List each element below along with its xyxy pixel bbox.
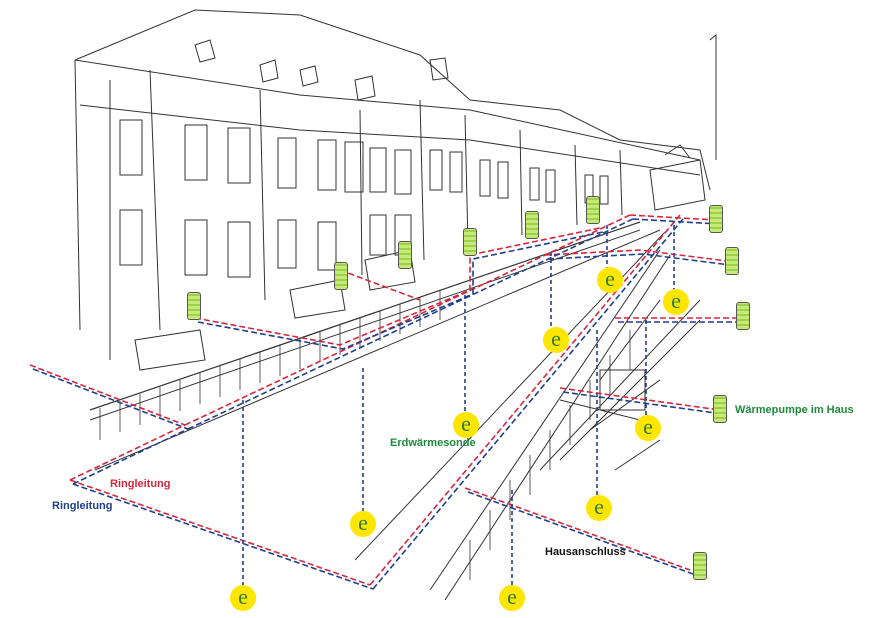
geothermal-probe-icon: e xyxy=(597,267,623,293)
heat-pump-icon xyxy=(187,292,201,320)
building-sketch xyxy=(74,9,717,601)
erdwaermesonde-label: Erdwärmesonde xyxy=(390,437,476,449)
geothermal-probe-icon: e xyxy=(230,585,256,611)
geothermal-probe-icon: e xyxy=(635,415,661,441)
geothermal-probe-icon: e xyxy=(663,289,689,315)
ringleitung-blue-label: Ringleitung xyxy=(52,500,113,512)
geothermal-probe-icon: e xyxy=(586,495,612,521)
geothermal-probe-icon: e xyxy=(499,585,525,611)
heat-pump-icon xyxy=(736,302,750,330)
geothermal-probe-icon: e xyxy=(453,412,479,438)
heat-pump-icon xyxy=(334,262,348,290)
ringleitung-red-label: Ringleitung xyxy=(110,478,171,490)
heat-pump-icon xyxy=(525,211,539,239)
ring-pipe-network xyxy=(29,214,743,595)
heat-pump-icon xyxy=(725,247,739,275)
geothermal-probe-icon: e xyxy=(350,511,376,537)
heat-pump-icon xyxy=(709,205,723,233)
waermepumpe-label: Wärmepumpe im Haus xyxy=(735,404,854,416)
heat-pump-icon xyxy=(398,241,412,269)
heat-pump-icon xyxy=(693,552,707,580)
heat-pump-icon xyxy=(713,395,727,423)
hausanschluss-label: Hausanschluss xyxy=(545,546,626,558)
geothermal-probe-icon: e xyxy=(543,327,569,353)
heat-pump-icon xyxy=(586,196,600,224)
heat-pump-icon xyxy=(463,228,477,256)
